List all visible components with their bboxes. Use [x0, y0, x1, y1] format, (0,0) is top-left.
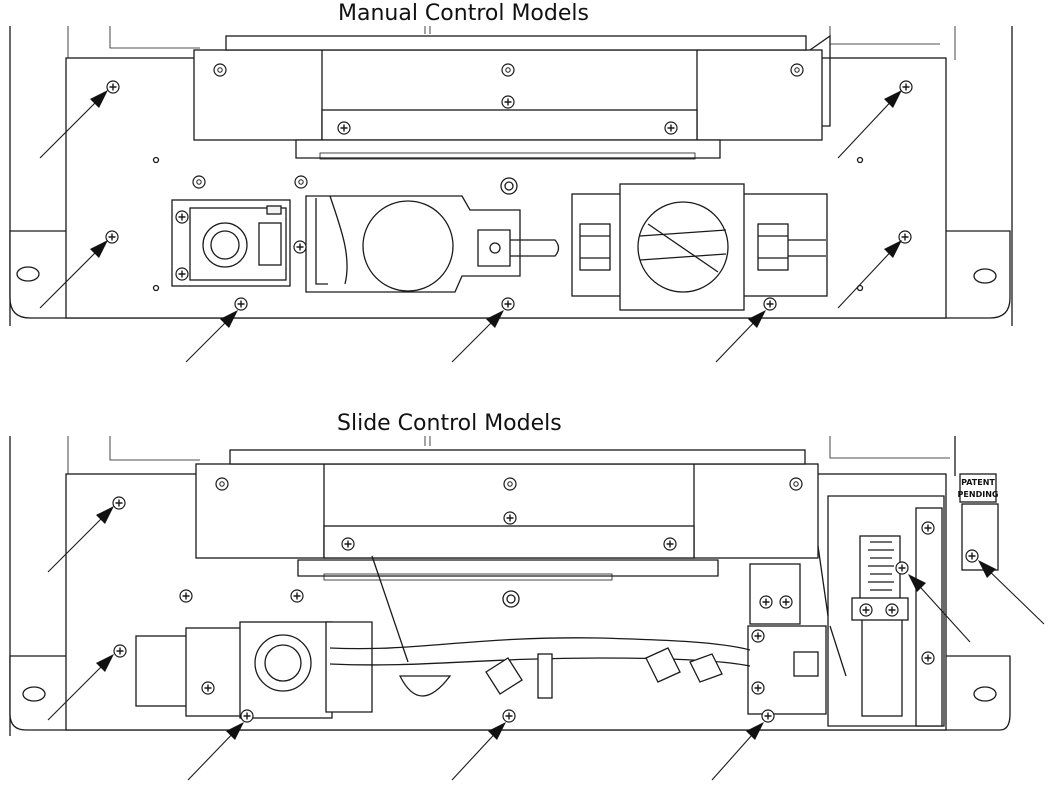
screw: [895, 561, 909, 575]
screw: [179, 589, 193, 603]
micro-switch-bracket: [749, 563, 801, 625]
pipe-fitting: [485, 657, 523, 695]
regulator-dome: [254, 634, 312, 692]
ring: [192, 175, 206, 189]
ring: [215, 477, 229, 491]
flange-slot-right: [973, 686, 997, 702]
screw: [751, 681, 765, 695]
ring: [294, 175, 308, 189]
screw: [105, 230, 119, 244]
manual-control-models-title: Manual Control Models: [338, 1, 589, 26]
outlet-fitting: [757, 223, 789, 271]
flange-slot-left: [16, 266, 40, 282]
screw: [201, 681, 215, 695]
manual-control-drawing: [9, 26, 1013, 363]
bracket-rail: [297, 559, 719, 577]
screw: [290, 589, 304, 603]
slide-control-models-title: Slide Control Models: [337, 411, 562, 436]
screw: [759, 595, 773, 609]
badge-line-1: PATENT: [961, 478, 995, 487]
screw: [921, 521, 935, 535]
screw: [761, 709, 775, 723]
control-knob: [637, 201, 729, 293]
flange-slot-left: [22, 686, 46, 702]
manual-control-diagram: [0, 26, 1049, 366]
slide-arm: [861, 605, 903, 717]
screw: [501, 297, 515, 311]
gas-valve-body: [185, 627, 243, 717]
pipe-coupling: [537, 653, 553, 699]
ring: [503, 477, 517, 491]
slide-control-drawing: PATENT PENDING: [9, 436, 1045, 781]
slide-control-diagram: PATENT PENDING: [0, 436, 1049, 785]
badge-line-2: PENDING: [958, 490, 999, 499]
grommet: [502, 590, 520, 608]
screw: [175, 210, 189, 224]
ring: [213, 63, 227, 77]
screw: [921, 651, 935, 665]
patent-pending-badge: PATENT PENDING: [958, 473, 999, 503]
screw: [502, 709, 516, 723]
screw-callout-arrows: [39, 90, 902, 363]
ring: [790, 63, 804, 77]
screw: [899, 80, 913, 94]
screw: [664, 121, 678, 135]
screw: [859, 603, 873, 617]
screw: [763, 297, 777, 311]
screw: [112, 496, 126, 510]
screw: [106, 80, 120, 94]
screw: [503, 511, 517, 525]
regulator-dome: [362, 200, 454, 292]
screw: [965, 549, 979, 563]
screw: [337, 121, 351, 135]
gas-line: [329, 637, 751, 651]
spring-housing: [859, 535, 901, 607]
bracket-rail: [295, 139, 721, 159]
screw-callout-arrows: [47, 506, 1045, 781]
screw: [663, 537, 677, 551]
screw: [341, 537, 355, 551]
ring: [501, 63, 515, 77]
ring: [789, 477, 803, 491]
screw: [293, 240, 307, 254]
screw: [175, 267, 189, 281]
screw: [234, 297, 248, 311]
screw: [240, 709, 254, 723]
screw: [113, 644, 127, 658]
screw: [501, 95, 515, 109]
slide-channel: [915, 507, 943, 727]
inlet-fitting: [579, 223, 611, 271]
flange-slot-right: [973, 268, 997, 284]
screw: [751, 629, 765, 643]
grommet: [500, 177, 518, 195]
screw: [885, 603, 899, 617]
screw: [779, 595, 793, 609]
pipe-fitting-left: [477, 229, 511, 267]
